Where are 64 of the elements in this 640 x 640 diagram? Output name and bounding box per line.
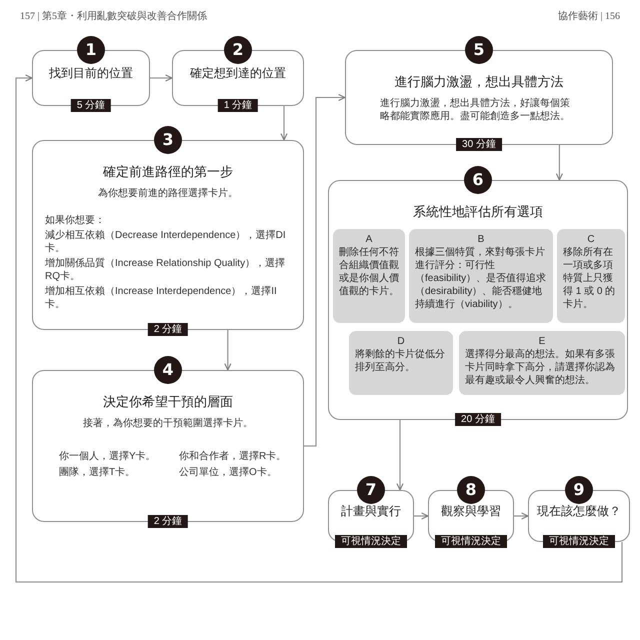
instruction-text: 公司單位，選擇O卡。 [179, 466, 278, 479]
card-letter: D [396, 335, 406, 348]
arrow [304, 94, 346, 447]
duration-label: 2 分鐘 [148, 515, 188, 528]
duration-label: 可視情況決定 [543, 535, 615, 548]
arrow [396, 420, 404, 491]
duration-label: 可視情況決定 [335, 535, 407, 548]
duration-label: 30 分鐘 [456, 138, 502, 151]
step-title: 計畫與實行 [341, 502, 401, 520]
page-header: 157 | 第5章・利用亂數突破與改善合作關係 [20, 10, 208, 23]
criteria-card [459, 331, 625, 395]
step-number: 8 [457, 476, 485, 504]
duration-label: 20 分鐘 [455, 413, 501, 426]
step-number: 3 [154, 126, 182, 154]
step-title: 確定想到達的位置 [190, 64, 286, 82]
step-number: 6 [464, 166, 492, 194]
duration-label: 5 分鐘 [70, 99, 112, 112]
instruction-text: 團隊，選擇T卡。 [59, 466, 136, 479]
instruction-text: 如果你想要： [45, 214, 106, 227]
arrow [15, 74, 623, 583]
card-letter: E [538, 335, 546, 348]
step-title: 進行腦力激盪，想出具體方法 [394, 73, 564, 90]
arrow [414, 512, 429, 520]
step-number: 2 [224, 36, 252, 64]
arrow [224, 330, 232, 371]
step-number: 7 [357, 476, 385, 504]
card-text: 選擇得分最高的想法。如果有多張卡片同時拿下高分，請選擇你認為最有趣或最令人興奮的想法。 [465, 348, 616, 387]
card-letter: A [364, 233, 374, 246]
arrow [280, 106, 288, 141]
step-number: 5 [465, 36, 493, 64]
instruction-text: 增加關係品質（Increase Relationship Quality），選擇RQ卡。 [45, 257, 286, 283]
instruction-text: 接著，為你想要的干預範圍選擇卡片。 [82, 417, 254, 430]
arrow [556, 145, 563, 181]
arrow [514, 512, 529, 520]
step-number: 1 [77, 36, 105, 64]
instruction-text: 進行腦力激盪，想出具體方法，好讓每個策略都能實際應用。盡可能創造多一點想法。 [380, 97, 571, 123]
card-letter: B [476, 233, 485, 246]
page-header: 協作藝術 | 156 [558, 10, 620, 23]
step-title: 確定前進路徑的第一步 [103, 163, 233, 180]
step-title: 決定你希望干預的層面 [103, 393, 233, 410]
instruction-text: 減少相互依賴（Decrease Interdependence），選擇DI卡。 [45, 229, 287, 255]
card-text: 移除所有在一項或多項特質上只獲得 1 或 0 的卡片。 [563, 246, 616, 311]
step-title: 系統性地評估所有選項 [413, 203, 543, 220]
step-title: 找到目前的位置 [49, 64, 133, 82]
criteria-card [557, 229, 625, 323]
arrow [150, 74, 173, 82]
criteria-card [409, 229, 553, 323]
duration-label: 2 分鐘 [148, 323, 188, 336]
step-number: 4 [154, 356, 182, 384]
card-text: 根據三個特質，來對每張卡片進行評分：可行性（feasibility）、是否值得追求（desirability）、能否穩健地持續進行（viability）。 [415, 246, 547, 311]
step-number: 9 [565, 476, 593, 504]
criteria-card [349, 331, 453, 395]
card-text: 將剩餘的卡片從低分排列至高分。 [355, 348, 446, 374]
instruction-text: 增加相互依賴（Increase Interdependence），選擇II卡。 [45, 285, 278, 311]
criteria-card [333, 229, 405, 323]
instruction-text: 你一個人，選擇Y卡。 [59, 450, 157, 463]
step-title: 觀察與學習 [441, 502, 501, 520]
instruction-text: 為你想要前進的路徑選擇卡片。 [97, 187, 239, 200]
step-title: 現在該怎麼做？ [537, 502, 621, 520]
card-letter: C [586, 233, 596, 246]
instruction-text: 你和合作者，選擇R卡。 [179, 450, 288, 463]
duration-label: 可視情況決定 [435, 535, 507, 548]
duration-label: 1 分鐘 [218, 99, 258, 112]
card-text: 刪除任何不符合組織價值觀或是你個人價值觀的卡片。 [339, 246, 399, 298]
